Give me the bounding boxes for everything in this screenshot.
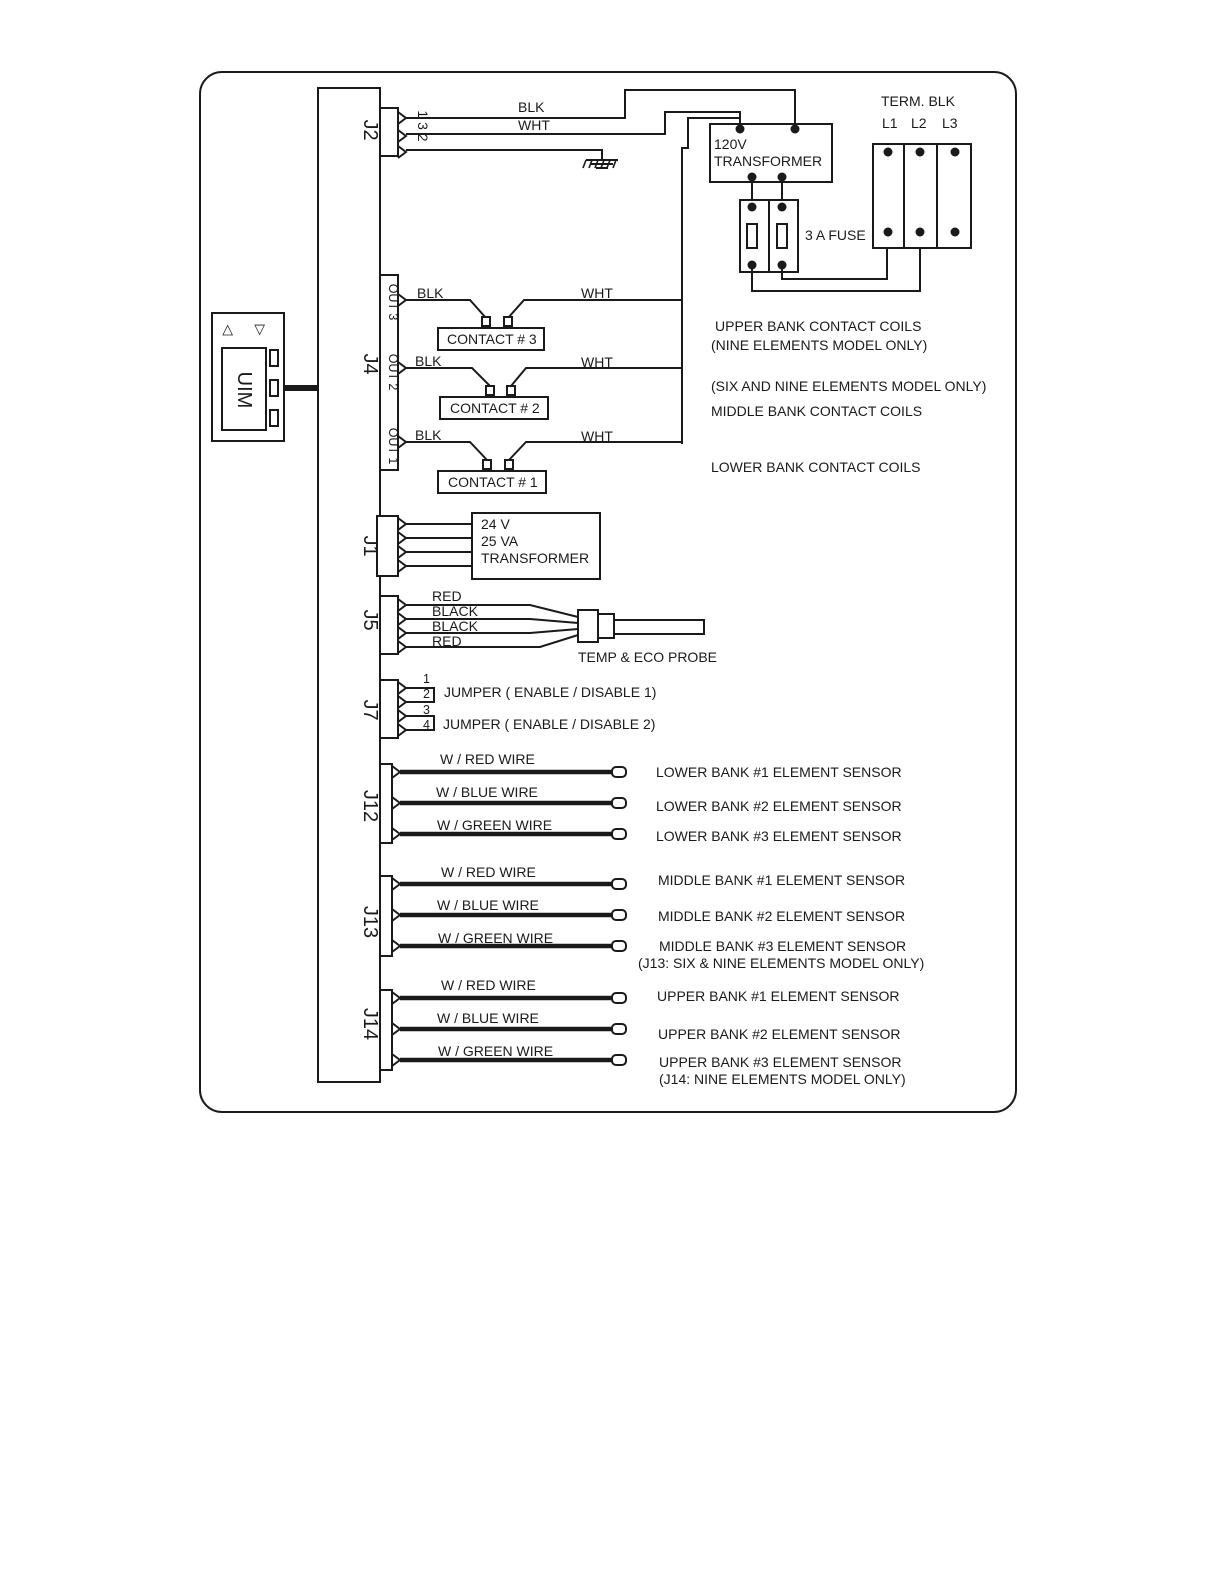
- j14-connector: J14 W / RED WIRE W / BLUE WIRE W / GREEN…: [359, 977, 906, 1087]
- j14-label: J14: [359, 1008, 381, 1040]
- diagram-frame: [199, 71, 1017, 1113]
- control-board: [317, 87, 381, 1083]
- j14-sensor-1: UPPER BANK #1 ELEMENT SENSOR: [657, 988, 899, 1004]
- j4-out3-wht: WHT: [581, 285, 613, 301]
- j13-sensor-3: MIDDLE BANK #3 ELEMENT SENSOR: [659, 938, 906, 954]
- j14-sensor-2: UPPER BANK #2 ELEMENT SENSOR: [658, 1026, 900, 1042]
- j13-sensor-1: MIDDLE BANK #1 ELEMENT SENSOR: [658, 872, 905, 888]
- j5-connector: J5 RED BLACK BLACK RED TEMP & ECO PROBE: [359, 588, 717, 665]
- j13-model-note: (J13: SIX & NINE ELEMENTS MODEL ONLY): [638, 955, 924, 971]
- j4-out3-blk: BLK: [417, 285, 444, 301]
- j1-transformer-line1: 24 V: [481, 516, 510, 532]
- j12-label: J12: [359, 790, 381, 822]
- j14-wire-red: W / RED WIRE: [441, 977, 536, 993]
- j4-out2-blk: BLK: [415, 353, 442, 369]
- j5-wire-red-1: RED: [432, 588, 462, 604]
- j12-wire-red: W / RED WIRE: [440, 751, 535, 767]
- j13-wire-green: W / GREEN WIRE: [438, 930, 553, 946]
- j7-pin3: 3: [423, 703, 430, 717]
- j7-connector: J7 1 2 3 4 JUMPER ( ENABLE / DISABLE 1) …: [359, 672, 656, 739]
- j7-pin2: 2: [423, 687, 430, 701]
- contact-3-label: CONTACT # 3: [447, 331, 537, 347]
- transformer-120v: 120V TRANSFORMER: [709, 123, 833, 204]
- j13-wire-red: W / RED WIRE: [441, 864, 536, 880]
- uim-module: ◁ ▷ UIM: [211, 312, 318, 442]
- j13-label: J13: [359, 906, 381, 938]
- fuse-pair: 3 A FUSE: [739, 199, 921, 292]
- j14-sensor-3: UPPER BANK #3 ELEMENT SENSOR: [659, 1054, 901, 1070]
- j13-sensor-2: MIDDLE BANK #2 ELEMENT SENSOR: [658, 908, 905, 924]
- uim-label: UIM: [233, 372, 255, 409]
- j5-probe-label: TEMP & ECO PROBE: [578, 649, 717, 665]
- j4-out3: OUT 3: [386, 284, 400, 321]
- j7-jumper2: JUMPER ( ENABLE / DISABLE 2): [443, 716, 655, 732]
- transformer-120v-line1: 120V: [714, 136, 747, 152]
- j4-out2-wht: WHT: [581, 354, 613, 370]
- j2-wire-wht: WHT: [518, 117, 550, 133]
- note-upper-contact-coils: UPPER BANK CONTACT COILS: [715, 318, 921, 334]
- j14-wire-blue: W / BLUE WIRE: [437, 1010, 539, 1026]
- j14-wire-green: W / GREEN WIRE: [438, 1043, 553, 1059]
- note-middle-six-nine: (SIX AND NINE ELEMENTS MODEL ONLY): [711, 378, 986, 394]
- j5-wire-black-1: BLACK: [432, 603, 479, 619]
- j7-pin4: 4: [423, 718, 430, 732]
- contact-1-label: CONTACT # 1: [448, 474, 538, 490]
- j12-sensor-2: LOWER BANK #2 ELEMENT SENSOR: [656, 798, 902, 814]
- fuse-label: 3 A FUSE: [805, 227, 866, 243]
- j4-label: J4: [359, 353, 381, 374]
- contact-2-label: CONTACT # 2: [450, 400, 540, 416]
- j7-label: J7: [359, 699, 381, 720]
- j1-connector: J1 24 V 25 VA TRANSFORMER: [359, 512, 601, 580]
- j4-connector: J4 OUT 3 OUT 2 OUT 1 BLK WHT CONTACT # 3…: [359, 274, 986, 494]
- j4-out1-blk: BLK: [415, 427, 442, 443]
- j5-wire-red-2: RED: [432, 633, 462, 649]
- j12-wire-green: W / GREEN WIRE: [437, 817, 552, 833]
- j7-jumper1: JUMPER ( ENABLE / DISABLE 1): [444, 684, 656, 700]
- j2-pins: 1 3 2: [415, 110, 431, 141]
- j4-out1-wht: WHT: [581, 428, 613, 444]
- j5-label: J5: [359, 609, 381, 630]
- j12-sensor-1: LOWER BANK #1 ELEMENT SENSOR: [656, 764, 902, 780]
- terminal-block: TERM. BLK L1 L2 L3: [872, 93, 972, 249]
- j2-connector: J2 1 3 2 BLK WHT: [359, 89, 796, 169]
- uim-left-arrow-icon: ◁: [221, 325, 237, 336]
- note-lower-contact-coils: LOWER BANK CONTACT COILS: [711, 459, 921, 475]
- j1-transformer-line2: 25 VA: [481, 533, 519, 549]
- ground-icon: [582, 159, 618, 169]
- j2-wire-blk: BLK: [518, 99, 545, 115]
- uim-right-arrow-icon: ▷: [253, 325, 269, 336]
- transformer-120v-line2: TRANSFORMER: [714, 153, 822, 169]
- note-middle-contact-coils: MIDDLE BANK CONTACT COILS: [711, 403, 922, 419]
- j1-label: J1: [359, 535, 381, 556]
- j5-wire-black-2: BLACK: [432, 618, 479, 634]
- j13-wire-blue: W / BLUE WIRE: [437, 897, 539, 913]
- j4-out2: OUT 2: [386, 354, 400, 391]
- note-upper-nine-only: (NINE ELEMENTS MODEL ONLY): [711, 337, 927, 353]
- j13-connector: J13 W / RED WIRE W / BLUE WIRE W / GREEN…: [359, 864, 924, 971]
- j12-wire-blue: W / BLUE WIRE: [436, 784, 538, 800]
- j4-out1: OUT 1: [386, 428, 400, 465]
- j12-connector: J12 W / RED WIRE W / BLUE WIRE W / GREEN…: [359, 751, 902, 844]
- j2-label: J2: [359, 119, 381, 140]
- j14-model-note: (J14: NINE ELEMENTS MODEL ONLY): [659, 1071, 906, 1087]
- term-block-l1: L1: [882, 115, 898, 131]
- j7-pin1: 1: [423, 672, 430, 686]
- j1-transformer-line3: TRANSFORMER: [481, 550, 589, 566]
- term-block-title: TERM. BLK: [881, 93, 956, 109]
- j12-sensor-3: LOWER BANK #3 ELEMENT SENSOR: [656, 828, 902, 844]
- term-block-l3: L3: [942, 115, 958, 131]
- term-block-l2: L2: [911, 115, 927, 131]
